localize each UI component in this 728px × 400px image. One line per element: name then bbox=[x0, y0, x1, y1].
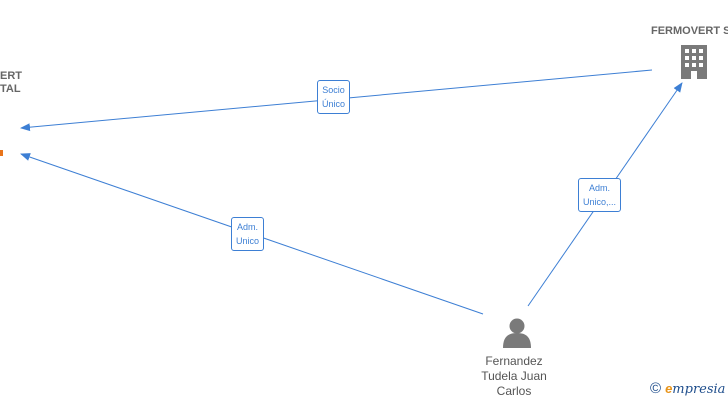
company-icon-left-fragment bbox=[0, 150, 3, 156]
edge-label-socio-unico[interactable]: Socio Único bbox=[317, 80, 351, 114]
brand-initial: e bbox=[665, 381, 673, 396]
company-label-right[interactable]: FERMOVERT S bbox=[651, 25, 728, 38]
edge-label-socio-unico-line1: Socio bbox=[322, 85, 345, 95]
company-label-right-text: FERMOVERT S bbox=[651, 25, 728, 37]
edge-label-adm-unico-left[interactable]: Adm. Unico bbox=[231, 217, 265, 251]
building-icon[interactable] bbox=[681, 45, 707, 79]
company-label-left-line2: TAL bbox=[0, 83, 21, 95]
empresia-watermark: ©empresia bbox=[650, 380, 725, 397]
brand-name: mpresia bbox=[672, 382, 726, 397]
copyright-icon: © bbox=[650, 380, 662, 397]
person-label-line2: Tudela Juan bbox=[481, 369, 547, 383]
edge-label-adm-unico-right[interactable]: Adm. Unico,... bbox=[578, 178, 622, 212]
person-icon[interactable] bbox=[503, 318, 531, 349]
person-label[interactable]: Fernandez Tudela Juan Carlos bbox=[459, 354, 569, 399]
person-label-line3: Carlos bbox=[496, 384, 532, 398]
person-label-line1: Fernandez bbox=[485, 354, 543, 368]
edge-label-adm-unico-left-line1: Adm. bbox=[237, 222, 259, 232]
edge-label-socio-unico-line2: Único bbox=[322, 99, 346, 109]
company-label-left-line1: ERT bbox=[0, 70, 22, 82]
edge-label-adm-unico-right-line1: Adm. bbox=[589, 183, 611, 193]
edge-label-adm-unico-right-line2: Unico,... bbox=[583, 197, 617, 207]
edge-label-adm-unico-left-line2: Unico bbox=[236, 236, 260, 246]
company-label-left[interactable]: ERT TAL bbox=[0, 70, 22, 96]
